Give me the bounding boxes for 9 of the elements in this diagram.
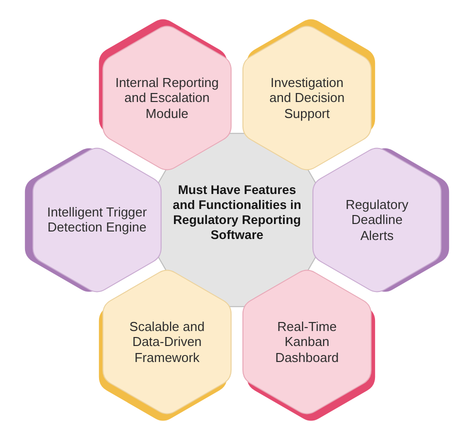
feature-label: Investigation and Decision Support [268,75,346,121]
feature-hexagon [311,145,451,295]
feature-label: Internal Reporting and Escalation Module [114,75,220,121]
feature-label: Real-Time Kanban Dashboard [274,319,340,365]
feature-hexagon [23,145,163,295]
feature-label: Scalable and Data-Driven Framework [128,319,206,365]
topic-title: Must Have Features and Functionalities in Regulatory Reporting Software [172,183,302,243]
feature-label: Regulatory Deadline Alerts [344,197,410,243]
feature-label: Intelligent Trigger Detection Engine [46,204,148,236]
